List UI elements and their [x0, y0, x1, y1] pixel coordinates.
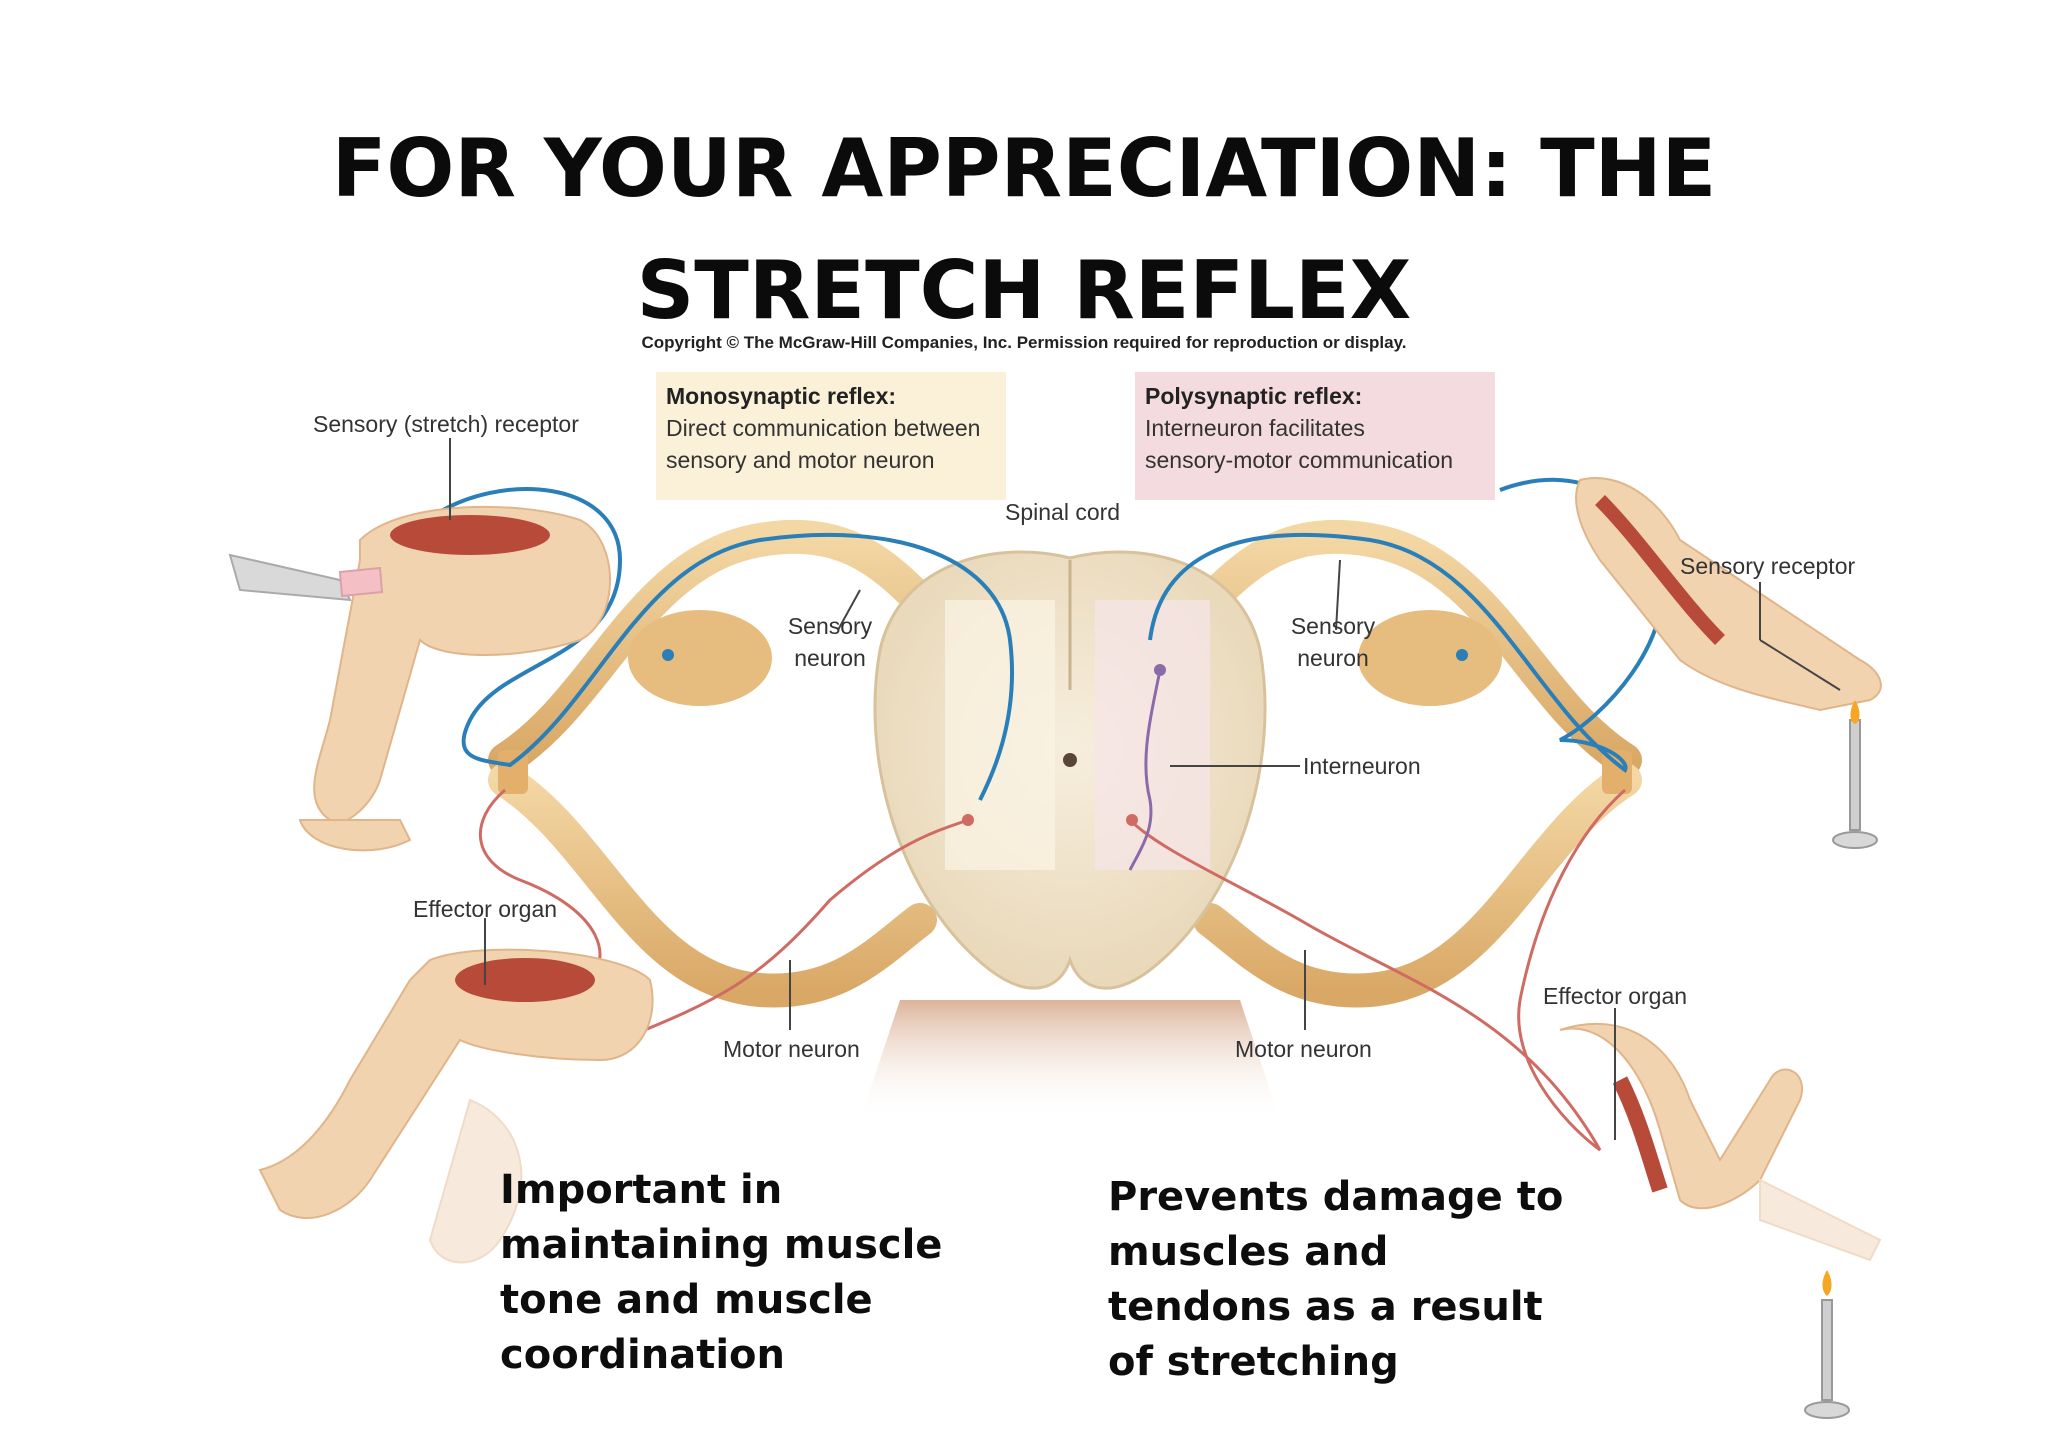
polysynaptic-line-2: sensory-motor communication — [1145, 447, 1454, 473]
sensory-neuron-right-line-2: neuron — [1297, 645, 1369, 671]
lower-right-arm — [1559, 1022, 1882, 1419]
note-left-line-4: coordination — [500, 1332, 785, 1378]
sensory-neuron-left-label: Sensory neuron — [770, 610, 890, 674]
right-nerve-roots — [1193, 519, 1642, 1008]
sensory-receptor-label: Sensory receptor — [1680, 553, 1856, 579]
sensory-ganglion-cell-left — [662, 649, 674, 661]
polysynaptic-line-1: Interneuron facilitates — [1145, 415, 1365, 441]
left-nerve-roots — [488, 519, 937, 1008]
leader-lines — [449, 438, 1841, 1140]
note-left-line-2: maintaining muscle — [500, 1222, 943, 1268]
polysynaptic-heading: Polysynaptic reflex: — [1145, 383, 1363, 409]
title-line-2: STRETCH REFLEX — [636, 244, 1412, 337]
title-line-1: FOR YOUR APPRECIATION: THE — [331, 122, 1717, 215]
effector-organ-right-label: Effector organ — [1543, 983, 1688, 1009]
motor-neuron-cell-right — [1126, 814, 1138, 826]
monosynaptic-line-1: Direct communication between — [666, 415, 981, 441]
motor-neuron-left-label: Motor neuron — [723, 1036, 860, 1062]
spinal-cord-label: Spinal cord — [1005, 499, 1121, 525]
note-right-line-1: Prevents damage to — [1108, 1174, 1564, 1220]
sensory-stretch-receptor-label: Sensory (stretch) receptor — [313, 411, 579, 437]
sensory-neuron-right-line-1: Sensory — [1290, 613, 1376, 639]
sensory-ganglion-cell-right — [1456, 649, 1468, 661]
upper-left-leg — [228, 505, 611, 852]
spinal-cord-cross-section — [873, 550, 1267, 990]
monosynaptic-reflex-box: Monosynaptic reflex: Direct communicatio… — [656, 372, 1006, 500]
note-left-line-3: tone and muscle — [500, 1277, 873, 1323]
motor-neuron-right-label: Motor neuron — [1235, 1036, 1372, 1062]
monosynaptic-line-2: sensory and motor neuron — [666, 447, 935, 473]
lower-left-leg — [258, 948, 654, 1264]
note-left-line-1: Important in — [500, 1167, 783, 1213]
monosynaptic-heading: Monosynaptic reflex: — [666, 383, 897, 409]
spinal-cord-column — [860, 1000, 1280, 1120]
note-right-line-2: muscles and — [1108, 1229, 1389, 1275]
page-title: FOR YOUR APPRECIATION: THE STRETCH REFLE… — [0, 108, 2048, 352]
note-right-line-3: tendons as a result — [1108, 1284, 1543, 1330]
interneuron-label: Interneuron — [1303, 753, 1421, 779]
interneuron-cell-body — [1154, 664, 1166, 676]
upper-right-arm — [1575, 477, 1882, 849]
motor-neuron-cell-left — [962, 814, 974, 826]
copyright-notice: Copyright © The McGraw-Hill Companies, I… — [641, 333, 1407, 352]
sensory-neuron-left-line-2: neuron — [794, 645, 866, 671]
sensory-neuron-left-line-1: Sensory — [787, 613, 873, 639]
effector-organ-left-label: Effector organ — [413, 896, 558, 922]
sensory-neuron-right-label: Sensory neuron — [1273, 610, 1393, 674]
note-right-line-4: of stretching — [1108, 1339, 1399, 1385]
note-prevents-damage: Prevents damage to muscles and tendons a… — [1108, 1170, 1563, 1390]
interneuron-path — [1128, 669, 1162, 871]
note-muscle-tone: Important in maintaining muscle tone and… — [500, 1163, 942, 1383]
polysynaptic-reflex-box: Polysynaptic reflex: Interneuron facilit… — [1135, 372, 1495, 500]
